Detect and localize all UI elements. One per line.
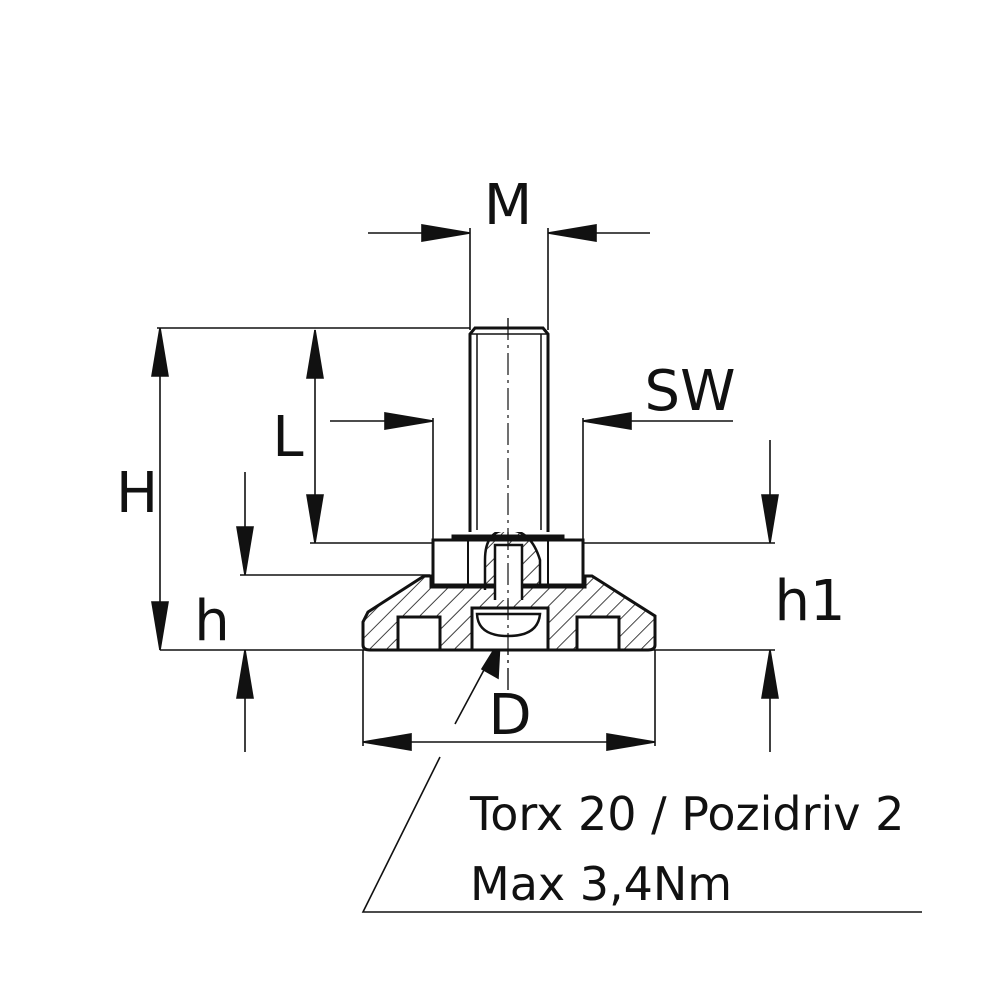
dim-label-L: L	[272, 405, 303, 470]
dim-label-M: M	[484, 173, 532, 238]
leveling-foot	[361, 326, 657, 652]
note-torque: Max 3,4Nm	[470, 857, 732, 911]
dim-label-h1: h1	[774, 569, 845, 634]
note-tool: Torx 20 / Pozidriv 2	[469, 787, 904, 841]
dim-label-SW: SW	[645, 359, 736, 424]
dim-label-D: D	[488, 683, 531, 748]
dim-label-h: h	[194, 589, 230, 654]
dim-label-H: H	[116, 461, 158, 526]
